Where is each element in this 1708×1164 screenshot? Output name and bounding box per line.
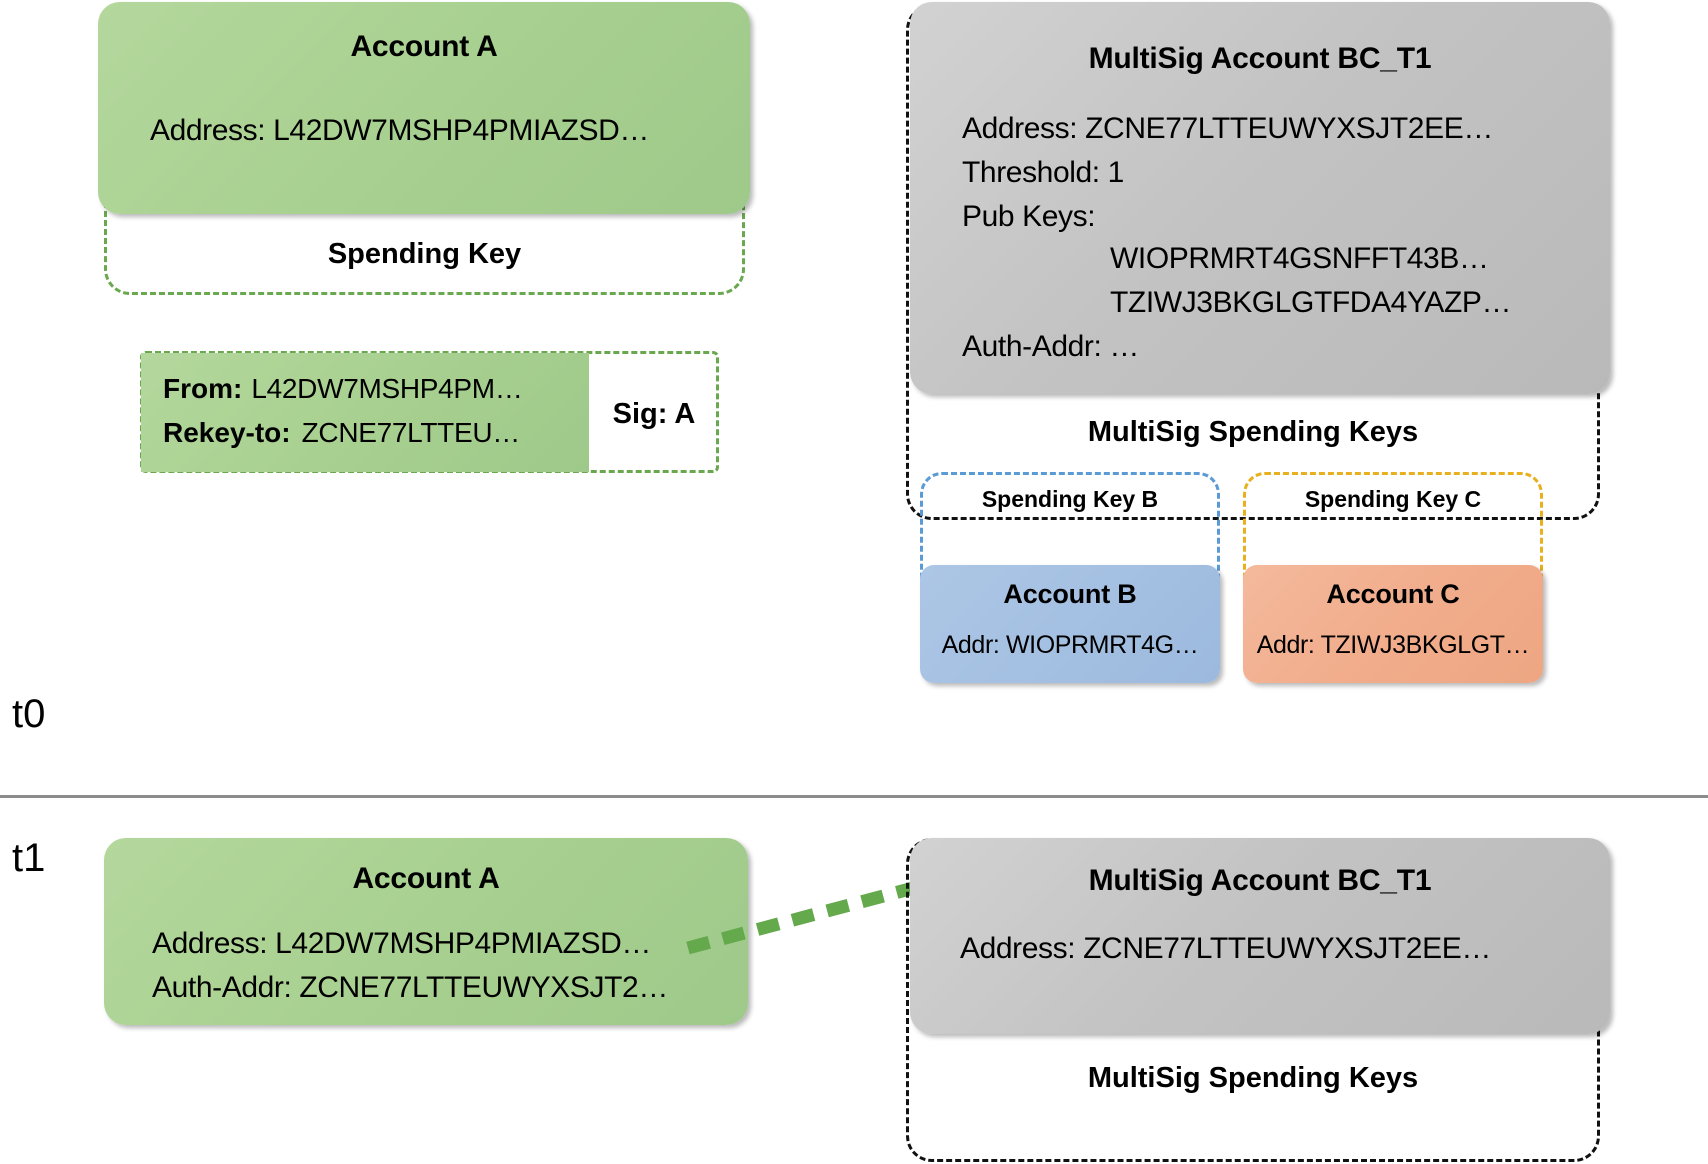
multisig-auth-addr-t0: Auth-Addr: … — [962, 330, 1139, 363]
account-b-box: Account B Addr: WIOPRMRT4G… — [920, 565, 1220, 683]
timeline-label-t0: t0 — [12, 692, 46, 736]
transaction-box-t0: From: L42DW7MSHP4PM… Rekey-to: ZCNE77LTT… — [141, 353, 589, 472]
multisig-account-box-t0: MultiSig Account BC_T1 Address: ZCNE77LT… — [910, 2, 1610, 394]
multisig-account-box-t1: MultiSig Account BC_T1 Address: ZCNE77LT… — [910, 838, 1610, 1034]
multisig-address-t0: Address: ZCNE77LTTEUWYXSJT2EE… — [962, 112, 1493, 145]
transaction-from-value-t0: L42DW7MSHP4PM… — [251, 373, 523, 404]
account-c-box: Account C Addr: TZIWJ3BKGLGT… — [1243, 565, 1543, 683]
account-a-box-t1: Account A Address: L42DW7MSHP4PMIAZSD… A… — [104, 838, 748, 1025]
multisig-spending-keys-label-t0: MultiSig Spending Keys — [1087, 416, 1419, 448]
transaction-rekey-key-t0: Rekey-to: — [163, 417, 291, 448]
account-a-auth-addr-t1: Auth-Addr: ZCNE77LTTEUWYXSJT2… — [152, 971, 668, 1004]
spending-key-c-label: Spending Key C — [1304, 486, 1482, 512]
account-a-title-t1: Account A — [352, 862, 500, 895]
transaction-from-row-t0: From: L42DW7MSHP4PM… — [163, 373, 523, 405]
account-b-address: Addr: WIOPRMRT4G… — [941, 631, 1199, 659]
account-c-address: Addr: TZIWJ3BKGLGT… — [1256, 631, 1530, 659]
transaction-from-key-t0: From: — [163, 373, 243, 404]
transaction-signature-label-t0: Sig: A — [612, 398, 696, 430]
rekey-arrow — [686, 859, 974, 955]
account-a-title-t0: Account A — [350, 30, 498, 63]
multisig-account-title-t0: MultiSig Account BC_T1 — [1088, 42, 1432, 75]
account-a-address-t0: Address: L42DW7MSHP4PMIAZSD… — [150, 114, 649, 147]
account-a-address-t1: Address: L42DW7MSHP4PMIAZSD… — [152, 927, 651, 960]
multisig-address-t1: Address: ZCNE77LTTEUWYXSJT2EE… — [960, 932, 1491, 965]
account-a-spending-key-label-t0: Spending Key — [327, 238, 522, 270]
account-b-title: Account B — [1003, 579, 1137, 609]
multisig-spending-keys-label-t1: MultiSig Spending Keys — [1087, 1062, 1419, 1094]
account-a-box-t0: Account A Address: L42DW7MSHP4PMIAZSD… — [98, 2, 750, 214]
multisig-account-title-t1: MultiSig Account BC_T1 — [1088, 864, 1432, 897]
multisig-pubkey-0-t0: WIOPRMRT4GSNFFT43B… — [1110, 242, 1489, 275]
multisig-threshold-t0: Threshold: 1 — [962, 156, 1124, 189]
multisig-pubkey-1-t0: TZIWJ3BKGLGTFDA4YAZP… — [1110, 286, 1512, 319]
transaction-rekey-row-t0: Rekey-to: ZCNE77LTTEU… — [163, 417, 520, 449]
transaction-rekey-value-t0: ZCNE77LTTEU… — [301, 417, 521, 448]
timeline-label-t1: t1 — [12, 836, 46, 880]
multisig-pubkeys-label-t0: Pub Keys: — [962, 200, 1096, 233]
timeline-divider — [0, 795, 1708, 798]
account-c-title: Account C — [1326, 579, 1460, 609]
spending-key-b-label: Spending Key B — [981, 486, 1159, 512]
